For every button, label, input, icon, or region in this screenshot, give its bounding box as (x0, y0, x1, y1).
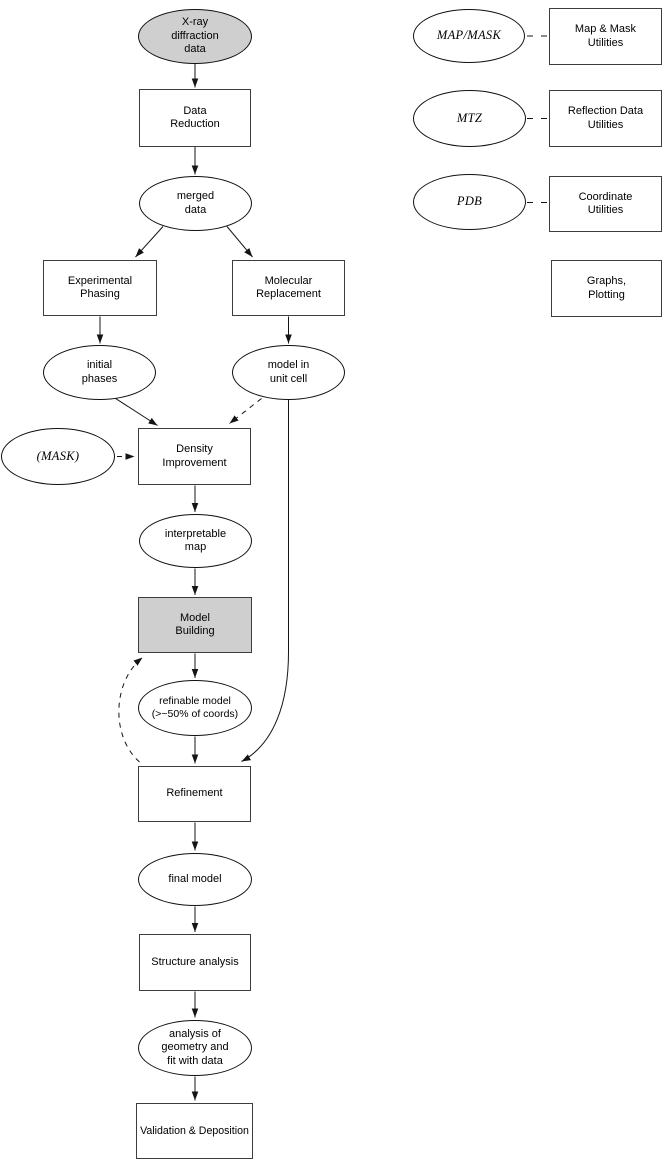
node-refinement: Refinement (138, 766, 251, 822)
legend-box-coordinate-utilities: Coordinate Utilities (549, 176, 662, 232)
node-xray-diffraction-data: X-ray diffraction data (138, 9, 252, 64)
legend-symbol-pdb: PDB (413, 174, 526, 230)
legend-box-reflection-data-utilities: Reflection Data Utilities (549, 90, 662, 147)
legend-symbol-mtz: MTZ (413, 90, 526, 147)
arrow-merged-to-experimental-phasing (135, 226, 164, 258)
node-mask: (MASK) (1, 428, 115, 485)
node-analysis-geometry: analysis of geometry and fit with data (138, 1020, 252, 1076)
arrow-model-unit-cell-to-refinement-curve (241, 400, 289, 762)
node-data-reduction: Data Reduction (139, 89, 251, 147)
node-experimental-phasing: Experimental Phasing (43, 260, 157, 316)
node-validation-deposition: Validation & Deposition (136, 1103, 253, 1159)
legend-box-graphs-plotting: Graphs, Plotting (551, 260, 662, 317)
node-model-in-unit-cell: model in unit cell (232, 345, 345, 400)
node-structure-analysis: Structure analysis (139, 934, 251, 991)
arrow-merged-to-molecular-replacement (226, 226, 253, 258)
node-initial-phases: initial phases (43, 345, 156, 400)
node-density-improvement: Density Improvement (138, 428, 251, 485)
node-molecular-replacement: Molecular Replacement (232, 260, 345, 316)
node-merged-data: merged data (139, 176, 252, 231)
arrow-refinement-feedback-to-model-building-dashed (118, 657, 143, 763)
legend-symbol-map-mask: MAP/MASK (413, 9, 525, 63)
node-refinable-model: refinable model (>~50% of coords) (138, 680, 252, 736)
node-final-model: final model (138, 853, 252, 906)
arrow-initial-phases-to-density (110, 395, 158, 426)
arrow-model-unit-cell-to-density-dashed (229, 398, 262, 424)
legend-box-map-mask-utilities: Map & Mask Utilities (549, 8, 662, 65)
node-model-building: Model Building (138, 597, 252, 653)
node-interpretable-map: interpretable map (139, 514, 252, 568)
